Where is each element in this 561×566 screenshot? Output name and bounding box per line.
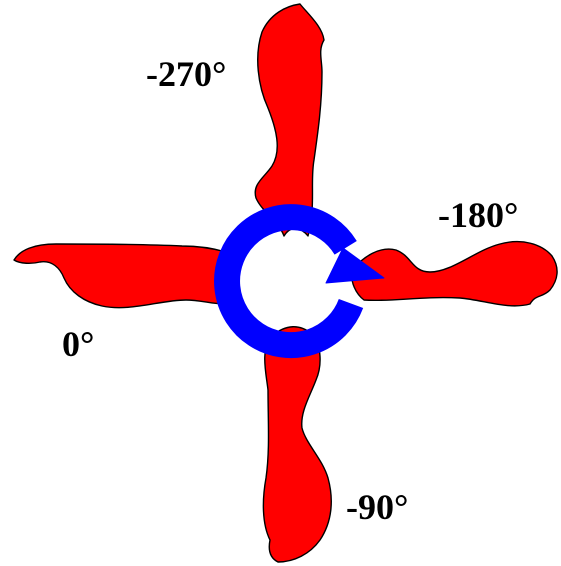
blade-bottom [263,327,331,562]
label-right-angle: -180° [438,195,518,235]
label-left-angle: 0° [62,324,94,364]
label-top-angle: -270° [146,54,226,94]
blade-left [14,244,226,308]
label-bottom-angle: -90° [346,487,408,527]
blade-right [352,242,557,306]
blade-top [255,4,324,236]
blade-group [14,4,557,562]
